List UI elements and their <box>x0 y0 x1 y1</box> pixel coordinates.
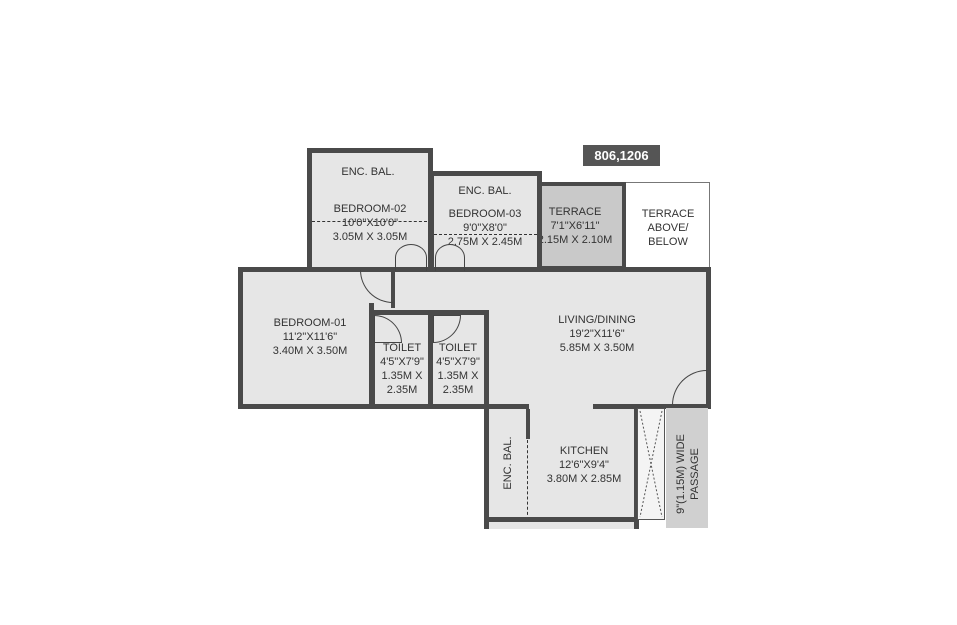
bedroom-02-door[interactable] <box>395 244 427 271</box>
toilet-2 <box>428 310 489 408</box>
unit-number-badge: 806,1206 <box>583 145 660 166</box>
main-block <box>238 267 711 409</box>
bedroom-03-balcony-label: ENC. BAL. <box>458 185 512 197</box>
bedroom-02-balcony-label: ENC. BAL. <box>341 166 395 178</box>
duct-shaft <box>637 408 665 520</box>
bedroom-03-door[interactable] <box>435 244 465 271</box>
kitchen-balcony-label: ENC. BAL. <box>502 436 514 490</box>
passage <box>666 408 708 528</box>
